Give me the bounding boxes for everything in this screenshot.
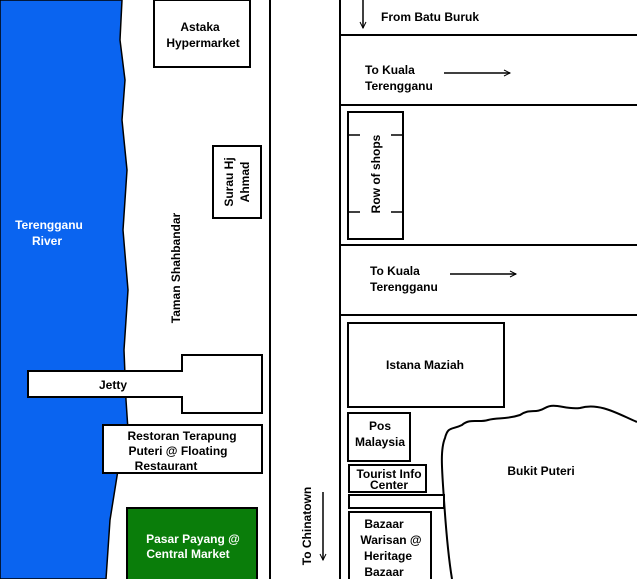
from-batu-buruk-arrowhead [359, 21, 367, 30]
bukit-puteri [440, 404, 637, 579]
surau-hj-ahmad [212, 145, 262, 219]
jetty [27, 354, 263, 414]
jetty-label: Jetty [99, 378, 127, 392]
to-kt-lower-label-1: To Kuala [370, 264, 420, 278]
river-label-1: Terengganu [15, 218, 83, 232]
tourist-label-1: Tourist Info [356, 467, 421, 481]
pos-malaysia [347, 412, 411, 462]
restoran-terapung [102, 424, 263, 474]
restoran-label-2: Puteri @ Floating [128, 444, 227, 458]
tourist-info-center [348, 464, 427, 493]
from-batu-buruk-label: From Batu Buruk [381, 10, 479, 24]
surau-label-1: Surau Hj [222, 157, 236, 206]
pos-label-1: Pos [369, 419, 391, 433]
to-chinatown-label: To Chinatown [300, 487, 314, 565]
bukit-puteri-label: Bukit Puteri [507, 464, 574, 478]
bazaar-warisan [348, 511, 432, 579]
river-label-2: River [32, 234, 62, 248]
istana-maziah [347, 322, 505, 408]
bazaar-label-3: Heritage [364, 549, 412, 563]
row-of-shops-label: Row of shops [369, 134, 383, 213]
surau-label-2: Ahmad [238, 162, 252, 203]
pos-label-2: Malaysia [355, 435, 405, 449]
terengganu-river [0, 0, 129, 579]
pasar-payang [126, 507, 258, 579]
tourist-label-2: Center [370, 478, 408, 492]
to-chinatown-arrowhead [319, 553, 327, 562]
bazaar-label-4: Bazaar [364, 565, 404, 579]
to-kt-lower-label-2: Terengganu [370, 280, 438, 294]
row-of-shops [347, 111, 404, 240]
to-kt-lower-arrowhead [509, 270, 518, 278]
astaka-label-2: Hypermarket [166, 36, 239, 50]
pasar-label-2: Central Market [146, 547, 229, 561]
lower-block [339, 314, 637, 579]
pasar-label-1: Pasar Payang @ [146, 532, 240, 546]
astaka-label-1: Astaka [180, 20, 220, 34]
top-block-edge [339, 0, 637, 36]
bazaar-label-2: Warisan @ [360, 533, 421, 547]
to-kt-upper-label-2: Terengganu [365, 79, 433, 93]
astaka-hypermarket [153, 0, 251, 68]
to-kt-upper-arrowhead [503, 69, 512, 77]
restoran-label-1: Restoran Terapung [127, 429, 236, 443]
connector-strip [348, 494, 445, 509]
istana-maziah-label: Istana Maziah [386, 358, 464, 372]
restoran-label-3: Restaurant [135, 459, 198, 473]
middle-block [339, 104, 637, 246]
bazaar-label-1: Bazaar [364, 517, 404, 531]
to-kt-upper-label-1: To Kuala [365, 63, 415, 77]
taman-shahbandar-label: Taman Shahbandar [169, 212, 183, 323]
